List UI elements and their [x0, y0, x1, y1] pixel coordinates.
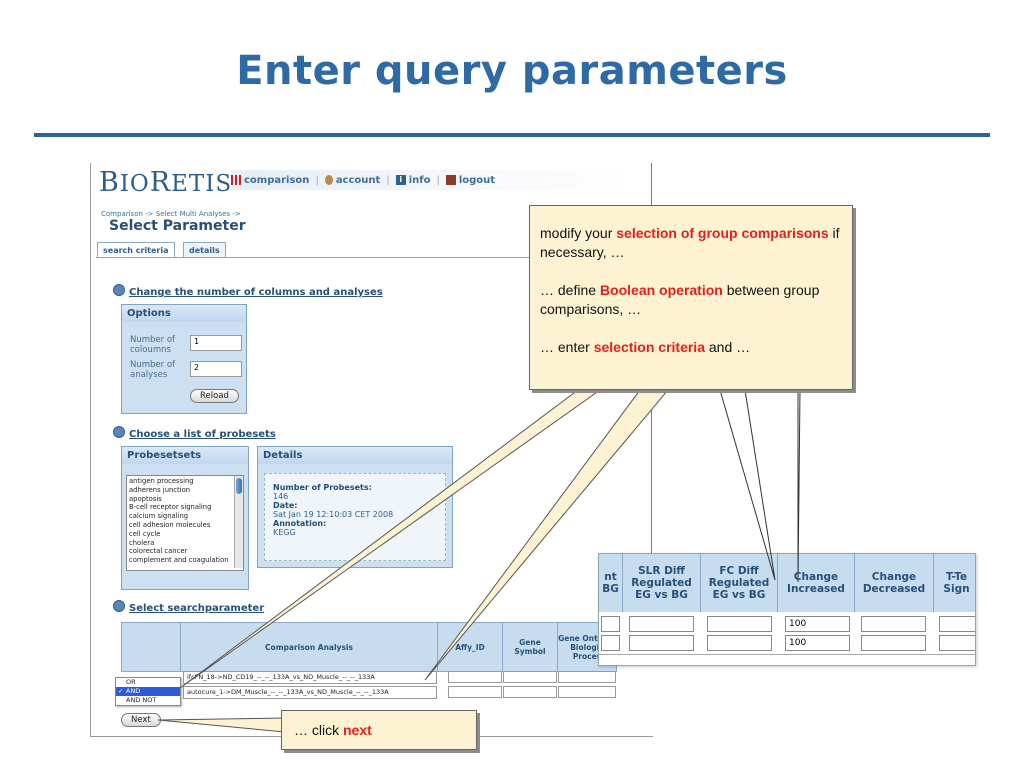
list-item[interactable]: cell cycle	[129, 529, 161, 538]
decreased-input-1[interactable]	[861, 616, 926, 632]
list-item[interactable]: colorectal cancer	[129, 547, 188, 556]
operator-option-and-not[interactable]: AND NOT	[126, 696, 157, 704]
bg-input-1[interactable]	[601, 616, 620, 632]
table-bottom-border	[599, 654, 975, 655]
probesets-title: Probesetsets	[122, 447, 248, 464]
header-t-test: T-Te Sign	[934, 554, 975, 612]
zoomed-criteria-table: nt BG SLR Diff Regulated EG vs BG FC Dif…	[598, 553, 976, 666]
operator-option-and[interactable]: ✓AND	[116, 687, 180, 696]
pointer-to-criteria	[719, 389, 776, 581]
affy-id-input-2[interactable]	[448, 686, 502, 698]
scroll-thumb[interactable]	[236, 478, 242, 494]
gene-ontology-input-1[interactable]	[558, 671, 616, 683]
num-probesets-value: 146	[273, 492, 289, 501]
select-searchparameter-link[interactable]: Select searchparameter	[113, 600, 264, 614]
expand-icon	[113, 426, 125, 438]
header-fc-diff: FC Diff Regulated EG vs BG	[701, 554, 778, 612]
decreased-input-2[interactable]	[861, 635, 926, 651]
header-gene-symbol: Gene Symbol	[502, 622, 558, 672]
columns-input[interactable]: 1	[190, 335, 242, 351]
details-box: Number of Probesets: 146 Date: Sat Jan 1…	[264, 473, 446, 561]
gene-ontology-input-2[interactable]	[558, 686, 616, 698]
comparison-select-1[interactable]: ifcFN_18->ND_CD19_--_--_133A_vs_ND_Muscl…	[183, 671, 437, 684]
header-comparison-analysis: Comparison Analysis	[180, 622, 438, 672]
tab-details[interactable]: details	[183, 242, 226, 258]
next-button[interactable]: Next	[121, 713, 161, 727]
check-icon: ✓	[118, 687, 124, 695]
tab-search-criteria[interactable]: search criteria	[97, 242, 175, 258]
header-slr-diff: SLR Diff Regulated EG vs BG	[623, 554, 701, 612]
slr-input-1[interactable]	[629, 616, 694, 632]
callout-step-1: modify your selection of group compariso…	[540, 225, 840, 260]
reload-button[interactable]: Reload	[190, 389, 239, 403]
header-change-increased: Change Increased	[778, 554, 855, 612]
change-columns-link[interactable]: Change the number of columns and analyse…	[113, 284, 383, 298]
table-header-blank	[121, 622, 181, 672]
listbox-scrollbar[interactable]	[234, 476, 243, 568]
list-item[interactable]: antigen processing	[129, 477, 194, 485]
analyses-label: Number of analyses	[130, 360, 176, 380]
date-label: Date:	[273, 501, 298, 510]
increased-input-1[interactable]: 100	[785, 616, 850, 632]
ttest-input-2[interactable]	[939, 635, 975, 651]
breadcrumb[interactable]: Comparison -> Select Multi Analyses ->	[101, 210, 241, 218]
list-item[interactable]: cell adhesion molecules	[129, 520, 211, 529]
expand-icon	[113, 284, 125, 296]
fc-input-1[interactable]	[707, 616, 772, 632]
header-change-decreased: Change Decreased	[855, 554, 934, 612]
list-item[interactable]: calcium signaling	[129, 512, 189, 521]
num-probesets-label: Number of Probesets:	[273, 483, 372, 492]
bar-chart-icon	[231, 174, 241, 185]
callout-step-2: … define Boolean operation between group…	[540, 282, 820, 317]
columns-label: Number of coloumns	[130, 335, 176, 355]
list-item[interactable]: cholera	[129, 538, 155, 547]
title-divider	[34, 133, 990, 137]
probesets-panel: Probesetsets antigen processing adherens…	[121, 446, 249, 590]
expand-icon	[113, 600, 125, 612]
next-callout: … click next	[281, 710, 477, 750]
list-item[interactable]: complement and coagulation	[129, 556, 229, 565]
annotation-label: Annotation:	[273, 519, 327, 528]
info-icon: i	[395, 174, 406, 185]
gene-symbol-input-1[interactable]	[503, 671, 557, 683]
nav-account[interactable]: account	[324, 174, 380, 186]
affy-id-input-1[interactable]	[448, 671, 502, 683]
callout-step-3: … enter selection criteria and …	[540, 339, 751, 355]
options-panel: Options Number of coloumns 1 Number of a…	[121, 304, 247, 414]
annotation-value: KEGG	[273, 528, 296, 537]
header-bg-partial: nt BG	[599, 554, 623, 612]
tab-divider	[96, 257, 651, 258]
details-panel: Details Number of Probesets: 146 Date: S…	[257, 446, 453, 568]
choose-probesets-link[interactable]: Choose a list of probesets	[113, 426, 276, 440]
user-icon	[324, 174, 333, 185]
analyses-input[interactable]: 2	[190, 361, 242, 377]
details-title: Details	[258, 447, 452, 464]
bg-input-2[interactable]	[601, 635, 620, 651]
slr-input-2[interactable]	[629, 635, 694, 651]
slide-title: Enter query parameters	[236, 48, 788, 94]
list-item[interactable]: B-cell receptor signaling	[129, 503, 212, 512]
bioretis-logo[interactable]: BIORETIS	[99, 167, 233, 198]
logout-icon	[445, 174, 456, 185]
page-title: Select Parameter	[109, 218, 246, 234]
operator-option-or[interactable]: OR	[126, 678, 136, 686]
increased-input-2[interactable]: 100	[785, 635, 850, 651]
list-item[interactable]: adherens junction	[129, 485, 191, 494]
options-title: Options	[122, 305, 246, 322]
list-item[interactable]: apoptosis	[129, 494, 162, 503]
nav-logout[interactable]: logout	[445, 174, 495, 186]
probesets-listbox[interactable]: antigen processing adherens junction apo…	[126, 475, 244, 571]
operator-dropdown[interactable]: OR ✓AND AND NOT	[115, 677, 181, 706]
date-value: Sat Jan 19 12:10:03 CET 2008	[273, 510, 394, 519]
header-affy-id: Affy_ID	[437, 622, 503, 672]
ttest-input-1[interactable]	[939, 616, 975, 632]
comparison-select-2[interactable]: autocure_1->DM_Muscle_--_--_133A_vs_ND_M…	[183, 686, 437, 699]
nav-comparison[interactable]: comparison	[231, 174, 309, 186]
fc-input-2[interactable]	[707, 635, 772, 651]
gene-symbol-input-2[interactable]	[503, 686, 557, 698]
instruction-callout: modify your selection of group compariso…	[529, 205, 853, 390]
